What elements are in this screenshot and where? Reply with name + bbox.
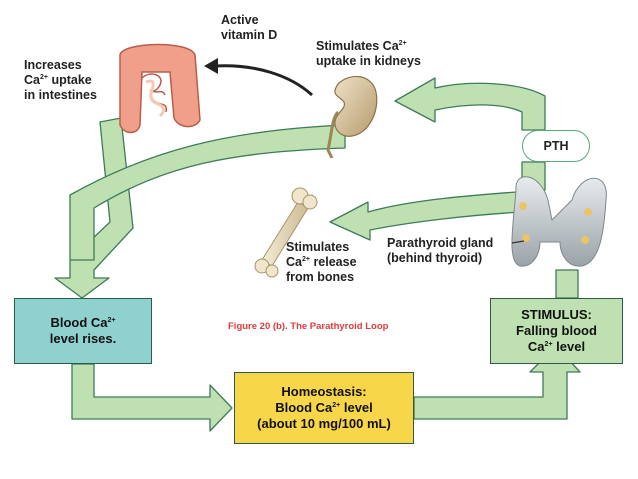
parathyroid-gland-dot <box>581 236 589 244</box>
arrow-pth-to-bones <box>329 161 546 241</box>
arrow-pth-to-kidneys <box>394 77 546 131</box>
pth-label: PTH <box>522 130 590 162</box>
arrow-head-vitamin-d <box>204 58 218 74</box>
label-kidney-uptake: Stimulates Ca2+ uptake in kidneys <box>316 39 421 68</box>
arrow-kidney-to-vitamin-d <box>214 64 314 97</box>
figure-caption: Figure 20 (b). The Parathyroid Loop <box>228 321 389 332</box>
parathyroid-gland-dot <box>584 208 592 216</box>
stimulus-box: STIMULUS: Falling blood Ca2+ level <box>490 298 623 364</box>
label-parathyroid-gland: Parathyroid gland (behind thyroid) <box>387 236 494 265</box>
label-bone-release: Stimulates Ca2+ release from bones <box>286 240 357 284</box>
parathyroid-gland-dot <box>519 202 527 210</box>
label-intestine-uptake: Increases Ca2+ uptake in intestines <box>24 58 97 102</box>
kidney-icon <box>326 75 378 159</box>
thyroid-gland-icon <box>511 176 607 267</box>
homeostasis-box: Homeostasis: Blood Ca2+ level (about 10 … <box>234 372 414 444</box>
label-active-vitamin-d: Active vitamin D <box>221 13 278 42</box>
arrow-stimulus-to-thyroid <box>555 269 579 299</box>
parathyroid-gland-dot <box>522 234 530 242</box>
arrow-blood-to-homeostasis <box>71 363 233 432</box>
intestines-icon <box>119 43 201 134</box>
blood-calcium-rises-box: Blood Ca2+ level rises. <box>14 298 152 364</box>
arrow-bones-to-blood <box>69 124 346 261</box>
bone-icon <box>254 187 318 278</box>
